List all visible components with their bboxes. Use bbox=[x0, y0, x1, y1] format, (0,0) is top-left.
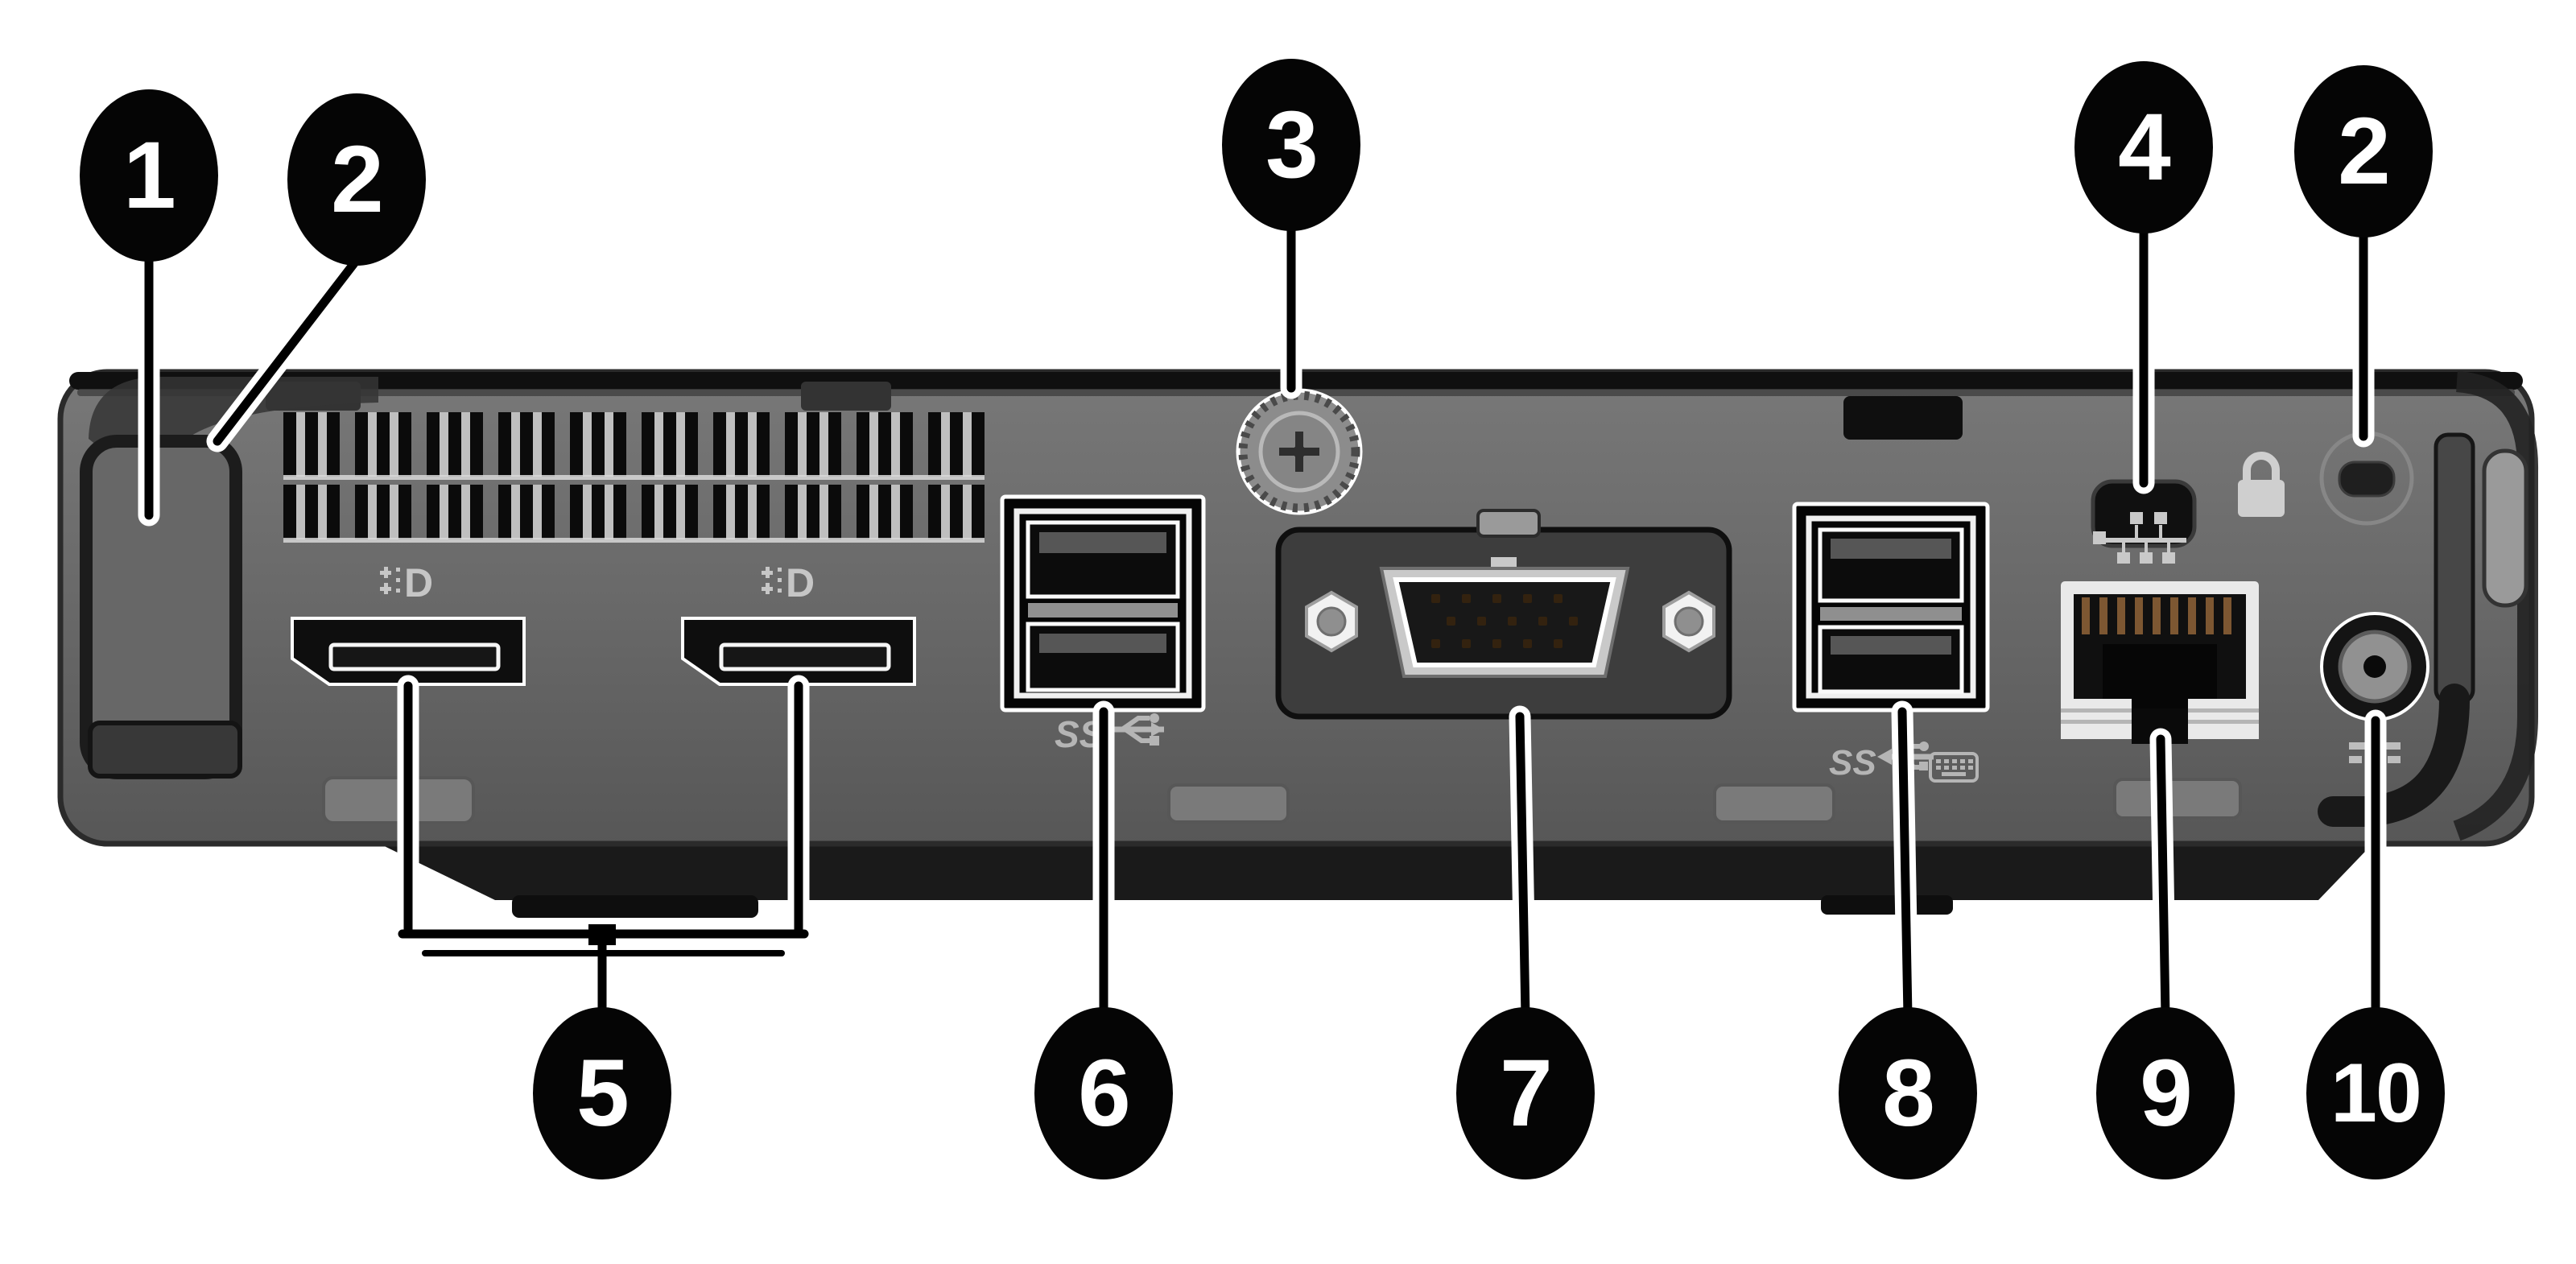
callout-10-number: 10 bbox=[2330, 1046, 2422, 1140]
callout-2-right: 2 bbox=[2294, 65, 2433, 238]
latch-foot bbox=[88, 721, 242, 779]
usb-port-bottom bbox=[1818, 625, 1964, 694]
leader-9 bbox=[2156, 734, 2170, 1021]
keyboard-icon bbox=[1929, 752, 1979, 783]
callout-8-number: 8 bbox=[1882, 1040, 1935, 1146]
callout-2-number: 2 bbox=[331, 126, 384, 233]
recessed-bar bbox=[1167, 783, 1290, 824]
callout-3: 3 bbox=[1222, 59, 1360, 231]
padlock-icon bbox=[2238, 452, 2285, 517]
callout-4: 4 bbox=[2074, 61, 2213, 233]
callout-5-number: 5 bbox=[576, 1040, 630, 1146]
thumbscrew bbox=[1236, 388, 1363, 515]
svg-text:D: D bbox=[404, 560, 433, 605]
vga-standoff-right bbox=[1662, 590, 1715, 653]
callout-2-number: 2 bbox=[2338, 98, 2391, 204]
callout-9-number: 9 bbox=[2140, 1040, 2193, 1146]
leader-2-left bbox=[213, 255, 361, 446]
top-latch-right bbox=[1843, 396, 1963, 440]
callout-6: 6 bbox=[1034, 1007, 1173, 1179]
vga-standoff-left bbox=[1305, 590, 1358, 653]
cord-retainer-rod bbox=[2434, 432, 2475, 704]
cable-clip-hinge bbox=[2482, 448, 2529, 608]
vga-top-tab bbox=[1476, 509, 1541, 538]
callout-10: 10 bbox=[2306, 1007, 2445, 1179]
recessed-bar bbox=[2113, 778, 2242, 820]
cover-release-latch bbox=[80, 435, 242, 779]
callout-5: 5 bbox=[533, 1007, 671, 1179]
callout-1: 1 bbox=[80, 89, 218, 262]
top-clip-mid bbox=[801, 382, 891, 411]
chassis-base bbox=[366, 837, 2379, 918]
callout-7: 7 bbox=[1456, 1007, 1595, 1179]
usb-port-bottom bbox=[1026, 622, 1180, 692]
callout-7-number: 7 bbox=[1500, 1040, 1553, 1146]
vga-pins bbox=[1431, 594, 1578, 648]
callout-1-number: 1 bbox=[123, 122, 176, 229]
usb-port-top bbox=[1026, 520, 1180, 599]
callout-4-number: 4 bbox=[2118, 94, 2171, 200]
displayport-2 bbox=[681, 617, 916, 686]
ethernet-port bbox=[2061, 581, 2259, 744]
recessed-bar bbox=[1713, 783, 1835, 824]
displayport-icon: D D bbox=[380, 560, 815, 605]
leader-7 bbox=[1515, 712, 1530, 1021]
callout-8: 8 bbox=[1839, 1007, 1977, 1179]
usb-ports-rear bbox=[1000, 494, 1206, 713]
leader-lines bbox=[138, 213, 2387, 1027]
usb-superspeed-icon: SS bbox=[1829, 741, 1934, 783]
svg-text:SS: SS bbox=[1829, 743, 1876, 783]
power-connector bbox=[2320, 612, 2429, 721]
callout-2-left: 2 bbox=[287, 93, 426, 266]
usb-port-top bbox=[1818, 527, 1964, 603]
ethernet-network-icon bbox=[2093, 512, 2186, 564]
callout-3-number: 3 bbox=[1265, 92, 1319, 198]
right-edge bbox=[2453, 371, 2539, 841]
displayport-1 bbox=[291, 617, 526, 686]
usb-ports-keyboard bbox=[1792, 502, 1990, 713]
leader-8 bbox=[1897, 707, 1913, 1021]
vent-grille bbox=[283, 412, 985, 543]
security-lock-slot bbox=[2319, 431, 2414, 526]
chassis-foot-right bbox=[1821, 895, 1953, 915]
leader-5-bracket bbox=[398, 681, 809, 1021]
callout-9: 9 bbox=[2096, 1007, 2235, 1179]
svg-text:D: D bbox=[786, 560, 815, 605]
callout-6-number: 6 bbox=[1078, 1040, 1131, 1146]
vga-port bbox=[1275, 509, 1732, 720]
rj45-pins bbox=[2082, 597, 2231, 634]
chassis-foot-left bbox=[512, 895, 758, 918]
